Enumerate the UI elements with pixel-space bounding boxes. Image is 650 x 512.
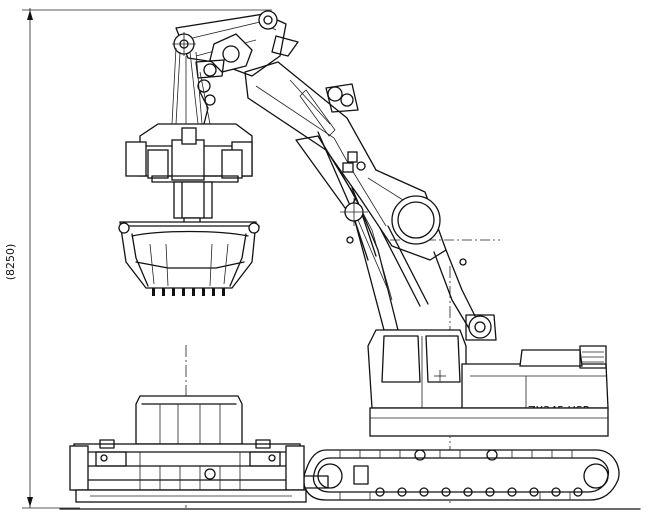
boom-assembly	[244, 61, 497, 341]
grapple-bucket	[118, 221, 260, 296]
crawler-tracks	[303, 449, 620, 501]
arm-top	[171, 10, 299, 126]
upper-structure: ZX345 USR	[367, 329, 609, 437]
height-dimension-label: (8250)	[4, 244, 17, 281]
height-dimension: (8250)	[4, 8, 272, 509]
work-fixture	[69, 395, 307, 503]
